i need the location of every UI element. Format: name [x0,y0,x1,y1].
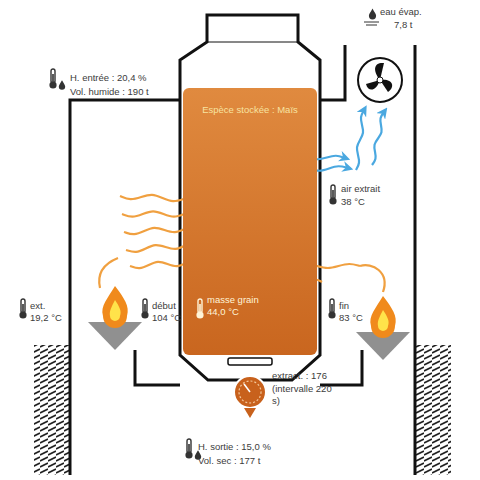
evaporated-water: eau évap. [380,6,422,18]
end-temp: 83 °C [339,312,363,324]
grain-mass: Espèce stockée : Maïs masse grain 44,0 °C [183,88,317,355]
air-duct [70,45,415,385]
end-label: fin [339,300,349,312]
dryer-hull [180,15,320,380]
burner-housing [34,345,451,475]
exhaust-air-temp: 38 °C [341,196,365,208]
stored-species: Espèce stockée : Maïs [195,104,305,116]
evaporated-water-value: 7,8 t [394,19,413,31]
evaporation-icon [364,22,379,25]
start-label: début [152,300,176,312]
outlet-moisture: H. sortie : 15,0 % [198,441,271,453]
exhaust-air: air extrait [341,183,380,195]
sensor-icons [19,9,376,460]
extraction-gate [228,358,272,365]
exhaust-fan [358,58,402,102]
left-burner [88,286,142,350]
start-temp: 104 °C [152,312,181,324]
grain-temperature: masse grain 44,0 °C [207,294,271,318]
grain-thermometer [195,298,205,320]
inlet-volume: Vol. humide : 190 t [70,86,149,98]
extraction-interval: (intervalle 220 s) [272,383,334,407]
extraction-label: extract. : 176 [272,370,327,382]
ambient-label: ext. [30,300,45,312]
outlet-volume: Vol. sec : 177 t [198,455,260,467]
right-burner [356,296,410,360]
extraction-dial [234,376,266,418]
inlet-moisture: H. entrée : 20,4 % [70,72,147,84]
ambient-temp: 19,2 °C [30,312,62,324]
